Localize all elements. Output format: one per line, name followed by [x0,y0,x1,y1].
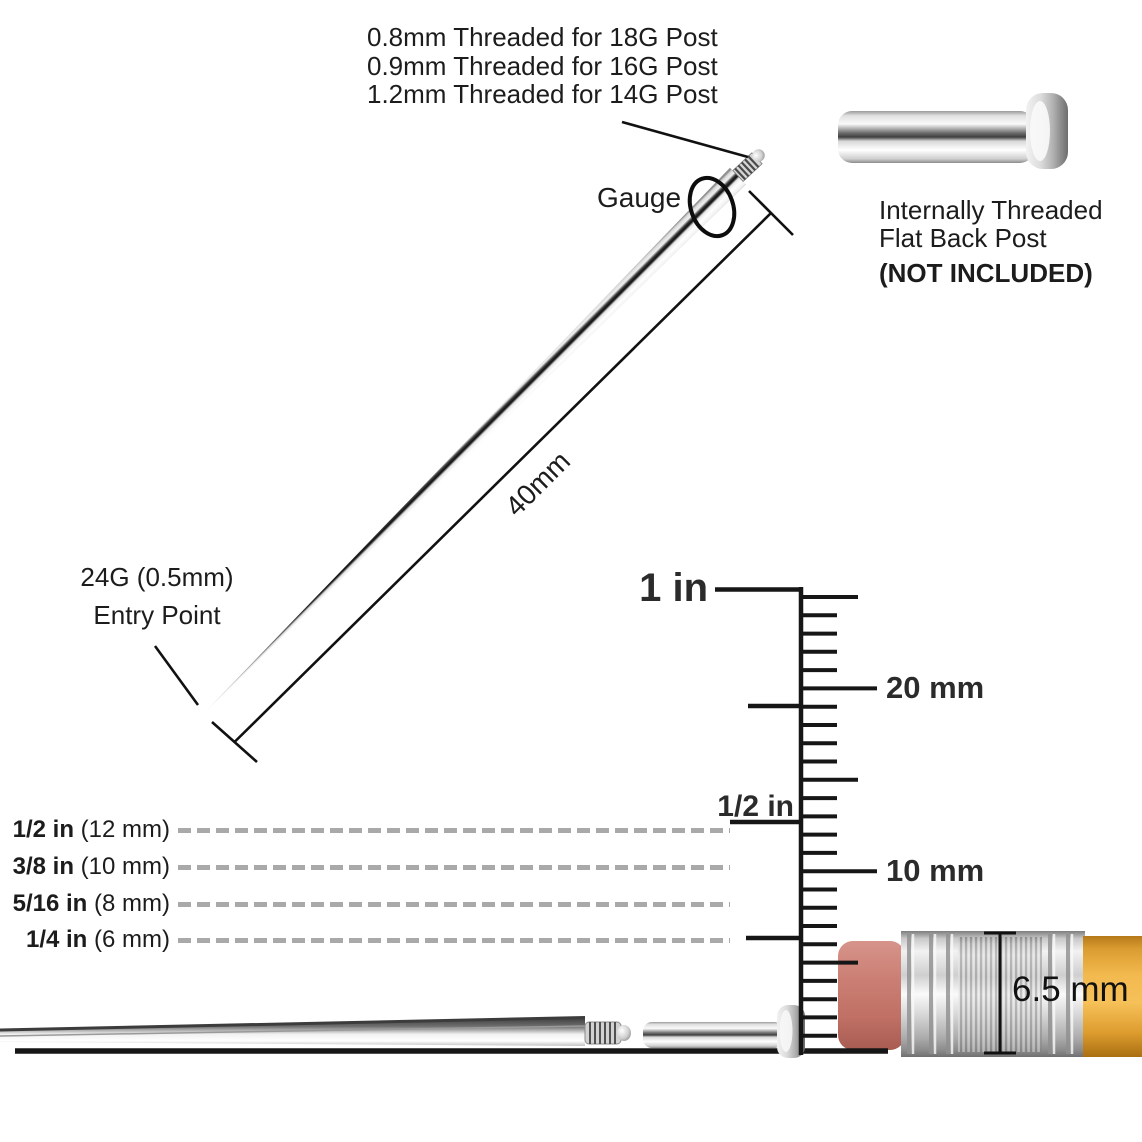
ruler-label-1in: 1 in [639,566,708,610]
pencil-body [1083,936,1142,1057]
size-row-three-eighths: 3/8 in (10 mm) [0,853,730,880]
ruler-label-half-inch: 1/2 in [717,790,794,823]
post-note-line1: Internally Threaded [879,195,1103,225]
entry-point-label-line1: 24G (0.5mm) [80,562,234,592]
taper-threaded-tip [732,149,765,183]
post-note: Internally Threaded Flat Back Post (NOT … [879,196,1103,287]
entry-point-label-line2: Entry Point [93,600,221,630]
bottom-post-graphic [643,1005,805,1058]
size-row-dashes [178,827,730,833]
thread-spec-line-3: 1.2mm Threaded for 14G Post [367,79,718,109]
pencil-graphic [838,931,1142,1057]
size-row-dashes [178,864,730,870]
size-row-label: 1/2 in (12 mm) [12,816,170,843]
size-row-half-inch: 1/2 in (12 mm) [0,816,730,843]
flat-back-post-graphic [838,93,1068,169]
taper-graphic [206,149,765,712]
dimension-6-5mm [984,931,1016,1055]
ferrule-width-label: 6.5 mm [1012,970,1129,1009]
pencil-eraser [838,941,905,1050]
not-included-label: (NOT INCLUDED) [879,258,1093,288]
gauge-label: Gauge [597,182,682,213]
size-row-label: 1/4 in (6 mm) [25,926,170,953]
size-row-label: 3/8 in (10 mm) [12,853,170,880]
bottom-taper-graphic [0,1016,631,1046]
thread-spec-line-1: 0.8mm Threaded for 18G Post [367,22,718,52]
dimension-line-40mm [211,190,794,763]
size-row-five-sixteenths: 5/16 in (8 mm) [0,890,730,917]
thread-spec-text: 0.8mm Threaded for 18G Post 0.9mm Thread… [367,23,718,109]
ruler-label-20mm: 20 mm [886,670,985,705]
post-note-line2: Flat Back Post [879,223,1047,253]
thread-spec-line-2: 0.9mm Threaded for 16G Post [367,50,718,81]
gauge-ellipse [687,175,737,239]
size-row-dashes [178,901,730,907]
size-row-quarter-inch: 1/4 in (6 mm) [0,926,730,953]
ruler-label-10mm: 10 mm [886,853,985,888]
size-row-label: 5/16 in (8 mm) [12,890,170,917]
ruler [715,587,877,1055]
entry-point-pointer-line [153,645,200,706]
thread-spec-pointer-line [621,120,749,159]
bottom-taper-threads [584,1021,631,1045]
size-row-dashes [178,937,730,943]
